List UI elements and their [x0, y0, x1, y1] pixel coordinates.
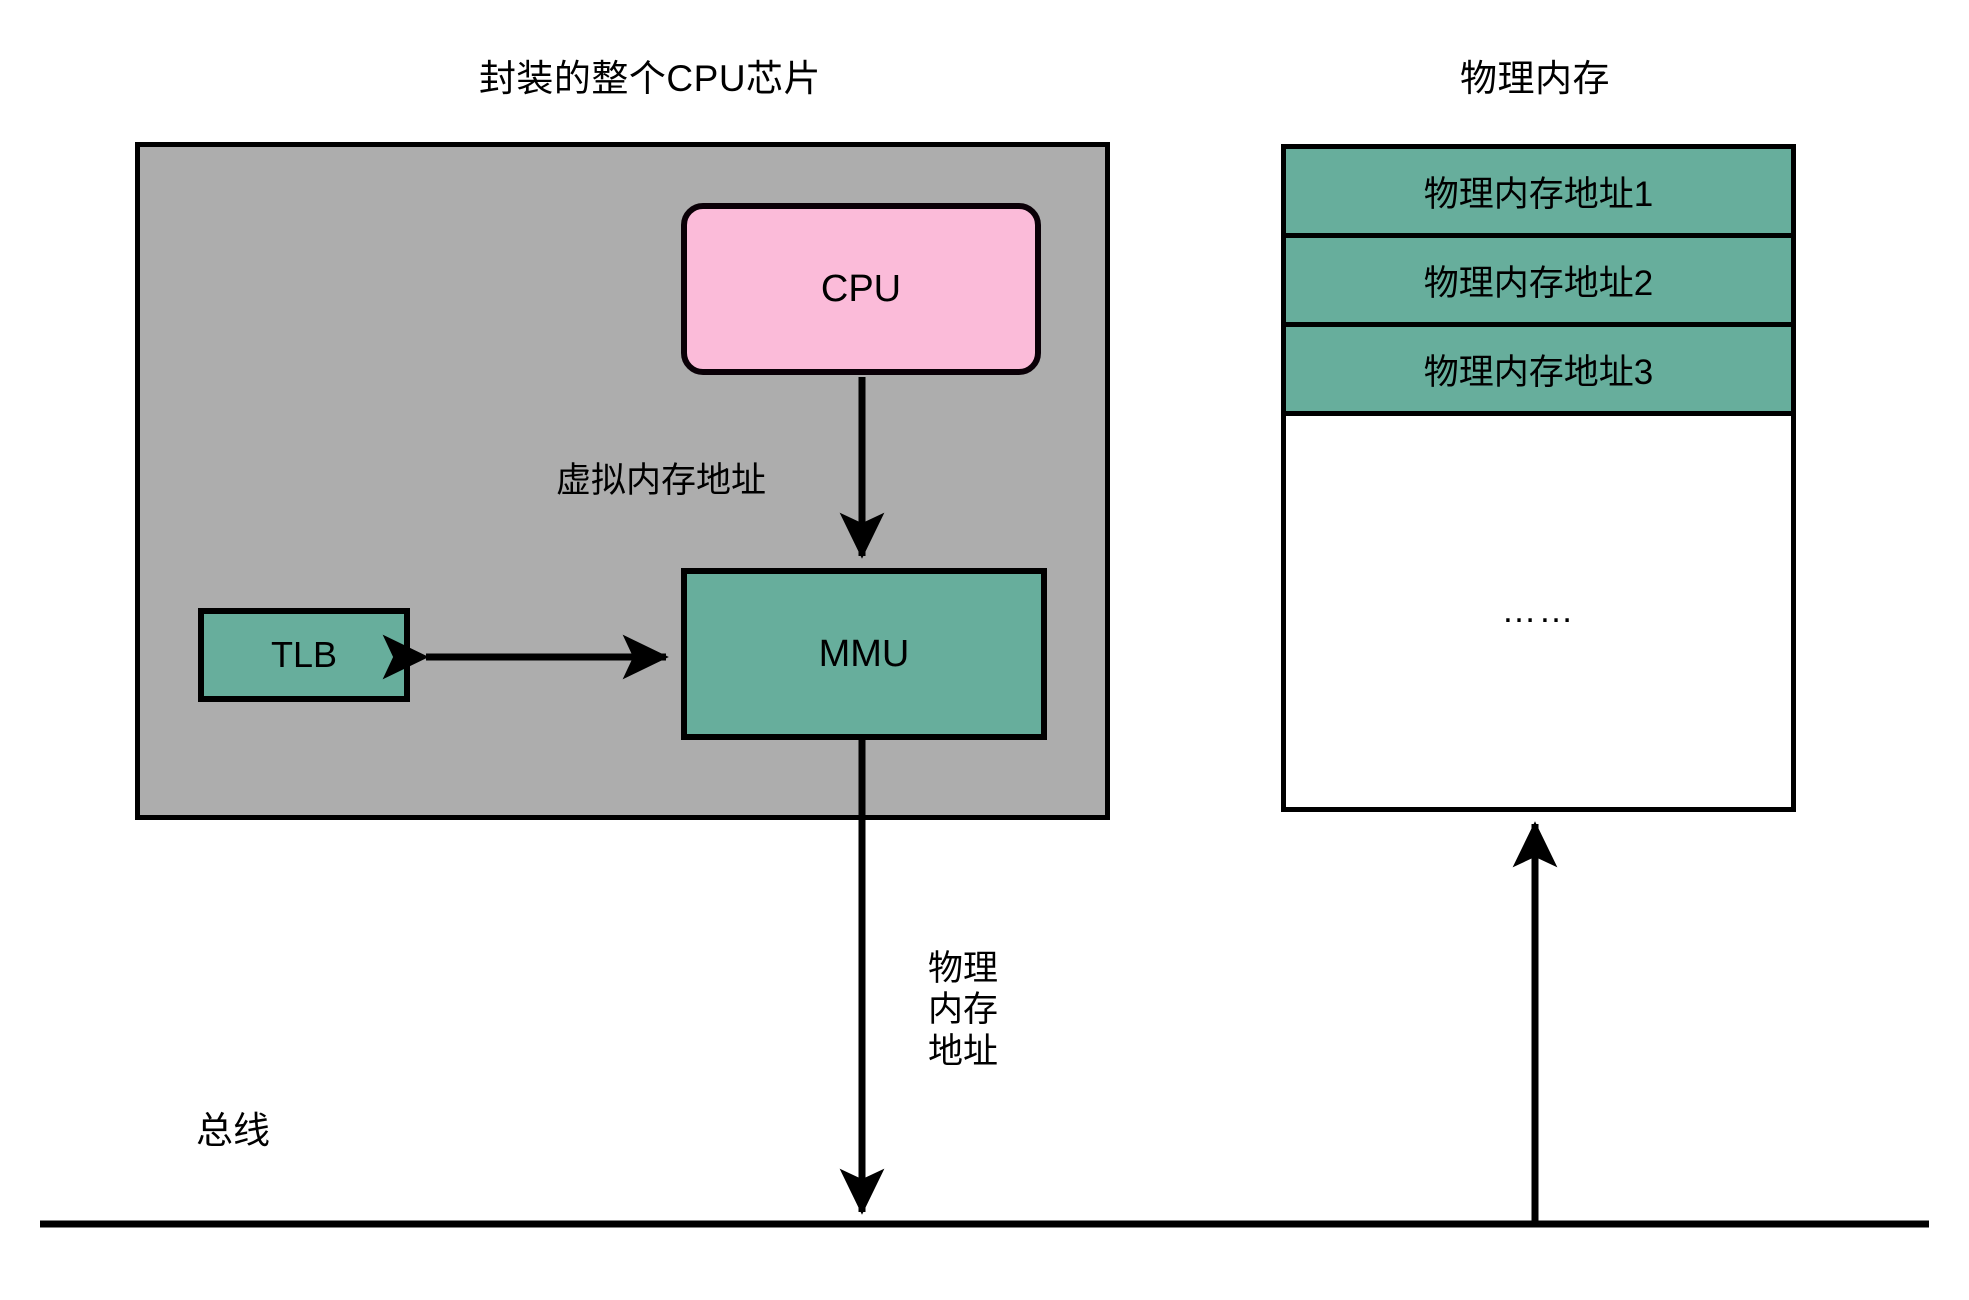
physical-address-line-3: 地址 — [927, 1031, 998, 1071]
mmu-block-label: MMU — [818, 632, 910, 675]
cpu-block[interactable]: CPU — [681, 203, 1041, 375]
memory-cell[interactable]: 物理内存地址1 — [1286, 149, 1791, 238]
memory-title: 物理内存 — [1460, 58, 1610, 99]
physical-address-line-1: 物理 — [927, 949, 998, 988]
physical-memory-block: 物理内存地址1 物理内存地址2 物理内存地址3 …… — [1281, 144, 1796, 812]
chip-title: 封装的整个CPU芯片 — [478, 58, 822, 99]
memory-cell[interactable]: 物理内存地址3 — [1286, 327, 1791, 416]
physical-address-line-2: 内存 — [927, 990, 998, 1030]
cpu-block-label: CPU — [820, 267, 902, 310]
virtual-address-label: 虚拟内存地址 — [556, 461, 767, 500]
memory-cell[interactable]: 物理内存地址2 — [1286, 238, 1791, 327]
tlb-block[interactable]: TLB — [198, 608, 410, 702]
memory-ellipsis: …… — [1501, 591, 1576, 630]
mmu-block[interactable]: MMU — [681, 568, 1047, 740]
tlb-block-label: TLB — [270, 634, 338, 675]
physical-address-label: 物理 内存 地址 — [898, 948, 1028, 1072]
bus-label: 总线 — [196, 1110, 270, 1151]
